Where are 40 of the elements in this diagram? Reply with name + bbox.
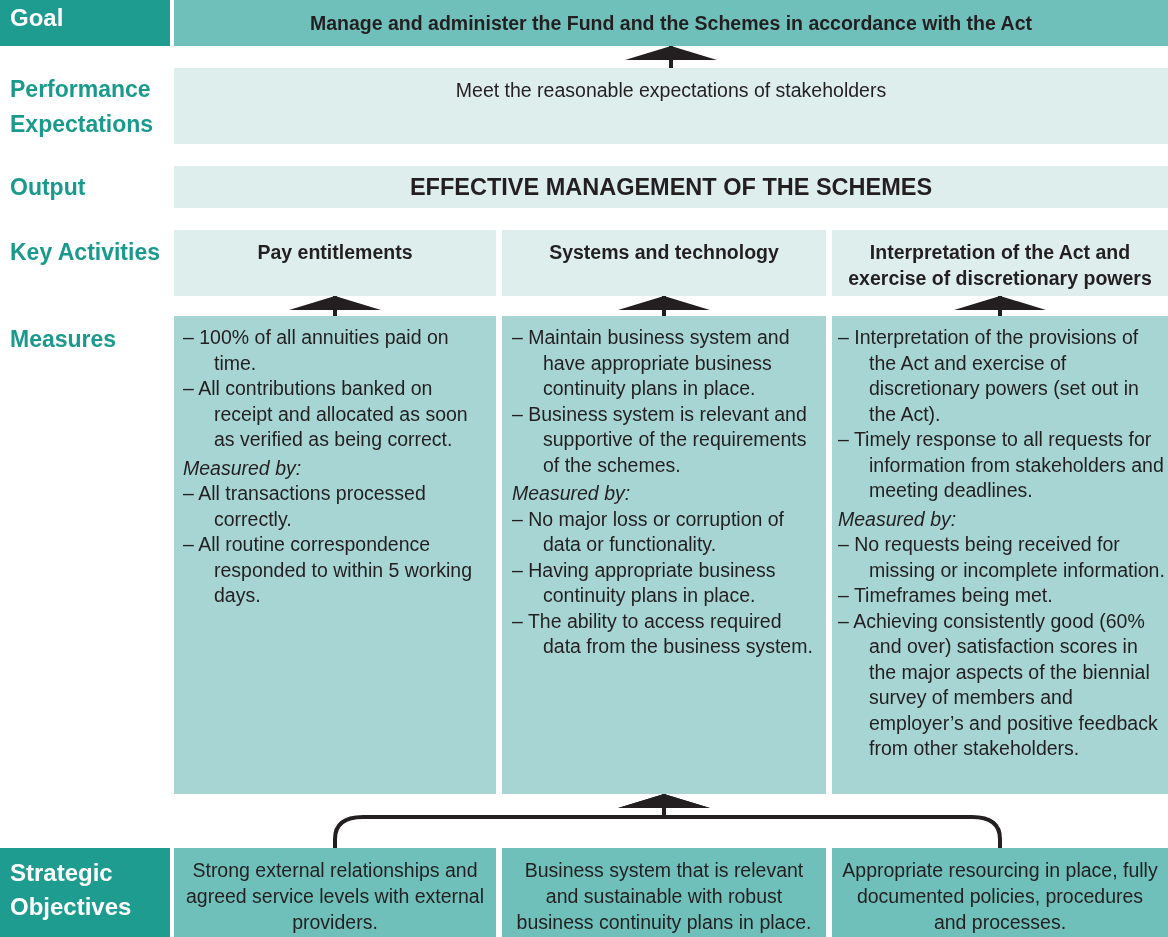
bullet-item: – Timely response to all requests for information from stakeholders and meeting deadlines. xyxy=(838,427,1165,503)
subheading: Measured by: xyxy=(183,455,303,481)
bullet-item: – The ability to access required data from the business system. xyxy=(512,608,814,659)
bullet-item: – Business system is relevant and supportive of the requirements of the schemes. xyxy=(512,401,808,478)
objective-box: Business system that is relevant and sustainable with robust business continuity plans in place. xyxy=(502,848,826,937)
bullet-item: – Timeframes being met. xyxy=(838,583,1054,608)
measures-panel xyxy=(174,316,496,794)
arrow xyxy=(954,296,1046,316)
objective-box: Strong external relationships and agreed service levels with external providers. xyxy=(174,848,496,937)
goal-banner: Manage and administer the Fund and the Schemes in accordance with the Act xyxy=(174,0,1168,46)
bullet-item: – All transactions processed correctly. xyxy=(183,481,427,532)
bullet-item: – Achieving consistently good (60% and over) satisfaction scores in the major aspects of the biennial survey of members and employer’s and positive feedback from other stakeholders. xyxy=(838,608,1159,761)
arrow xyxy=(289,296,381,316)
bullet-item: – 100% of all annuities paid on time. xyxy=(183,325,450,376)
arrow xyxy=(618,794,1002,848)
row-heading: Measures xyxy=(10,325,118,354)
row-heading: Key Activities xyxy=(10,238,161,267)
bullet-item: – All routine correspondence responded to within 5 working days. xyxy=(183,532,473,608)
bullet-item: – Having appropriate business continuity plans in place. xyxy=(512,557,777,608)
row-heading: Performance Expectations xyxy=(10,75,155,139)
measures-panel xyxy=(502,316,826,794)
row-heading-box: Goal xyxy=(0,0,170,46)
expectation-box: Meet the reasonable expectations of stakeholders xyxy=(174,68,1168,144)
arrow xyxy=(618,296,710,316)
measures-panel xyxy=(832,316,1168,794)
subheading: Measured by: xyxy=(512,481,632,506)
bullet-item: – Maintain business system and have appropriate business continuity plans in place. xyxy=(512,325,791,401)
objective-box: Appropriate resourcing in place, fully documented policies, procedures and processes. xyxy=(832,848,1168,937)
bullet-item: – All contributions banked on receipt and allocated as soon as verified as being correct. xyxy=(183,376,469,452)
bullet-item: – No requests being received for missing or incomplete information. xyxy=(838,532,1166,583)
arrow xyxy=(625,46,717,68)
output-banner: EFFECTIVE MANAGEMENT OF THE SCHEMES xyxy=(174,166,1168,208)
activity-box: Systems and technology xyxy=(502,230,826,296)
row-heading: Output xyxy=(10,173,87,202)
activity-box: Pay entitlements xyxy=(174,230,496,296)
subheading: Measured by: xyxy=(838,506,958,532)
row-heading-box: Strategic Objectives xyxy=(0,848,170,937)
bullet-item: – Interpretation of the provisions of the Act and exercise of discretionary powers (set out in the Act). xyxy=(838,325,1140,427)
activity-box: Interpretation of the Act and exercise of discretionary powers xyxy=(832,230,1168,296)
bullet-item: – No major loss or corruption of data or functionality. xyxy=(512,506,786,557)
